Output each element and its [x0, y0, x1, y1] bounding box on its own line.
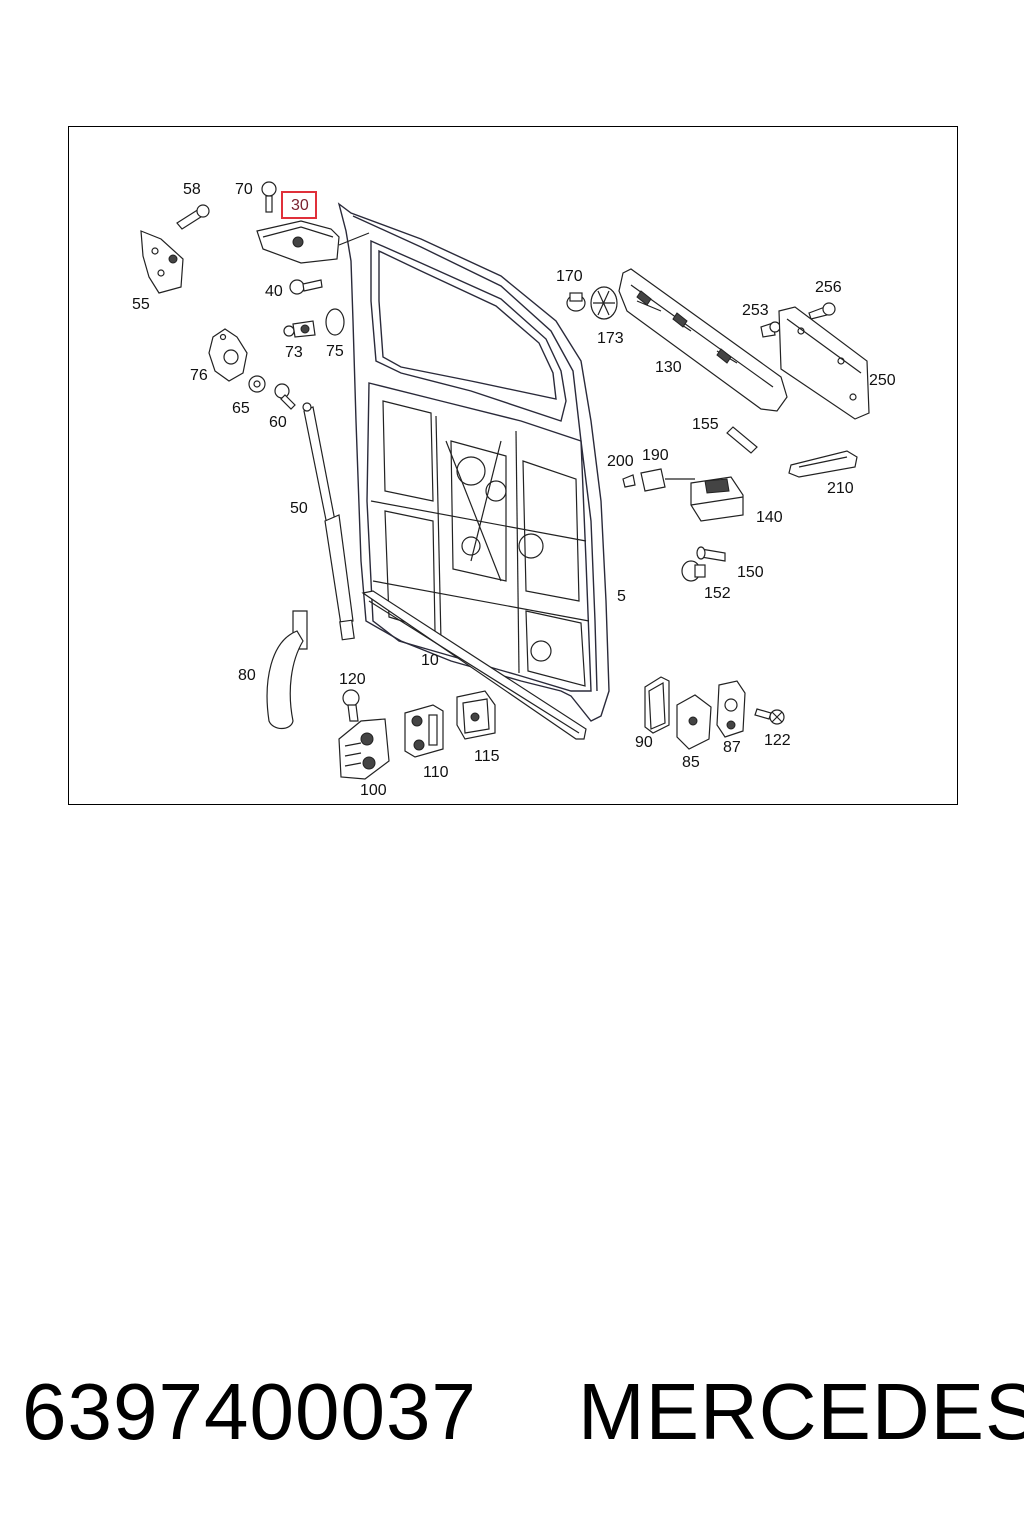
bolt-58	[176, 204, 210, 230]
part-110	[404, 704, 444, 758]
callout-190: 190	[642, 447, 669, 464]
callout-155: 155	[692, 416, 719, 433]
callout-76: 76	[190, 367, 208, 384]
lower-seal-strip	[361, 590, 587, 740]
callout-5: 5	[617, 588, 626, 605]
part-number: 6397400037	[22, 1367, 477, 1456]
plate-100	[338, 718, 390, 780]
callout-87: 87	[723, 739, 741, 756]
callout-80: 80	[238, 667, 256, 684]
latch-87	[716, 680, 746, 738]
washer-65	[248, 375, 266, 393]
callout-115: 115	[474, 748, 500, 765]
bracket-55	[140, 230, 184, 294]
bolt-40	[289, 279, 323, 295]
callout-50: 50	[290, 500, 308, 517]
callout-60: 60	[269, 414, 287, 431]
callout-110: 110	[423, 764, 449, 781]
parts-diagram-frame: 58 70 30 55 40 73 75 76 65 60 50 80 10 5…	[68, 126, 958, 805]
rear-door-frame	[337, 202, 610, 722]
callout-90: 90	[635, 734, 653, 751]
caption: 6397400037 MERCEDES	[22, 1367, 1024, 1462]
callout-85: 85	[682, 754, 700, 771]
callout-250: 250	[869, 372, 896, 389]
callout-152: 152	[704, 585, 731, 602]
pin-155	[726, 426, 758, 454]
lock-85	[676, 694, 712, 750]
lock-140	[690, 476, 744, 522]
callout-173: 173	[597, 330, 624, 347]
clip-173	[590, 286, 618, 320]
callout-70: 70	[235, 181, 253, 198]
socket-152	[681, 560, 706, 582]
callout-140: 140	[756, 509, 783, 526]
callout-200: 200	[607, 453, 634, 470]
gasket-90	[644, 676, 670, 734]
callout-120: 120	[339, 671, 366, 688]
bolt-70	[261, 181, 277, 213]
plate-76	[208, 328, 248, 382]
callout-75: 75	[326, 343, 344, 360]
screw-256	[808, 302, 836, 320]
strap-80	[266, 610, 308, 730]
washer-75	[325, 308, 345, 336]
clip-200	[622, 474, 636, 488]
callout-150: 150	[737, 564, 764, 581]
callout-210: 210	[827, 480, 854, 497]
callout-30-highlighted[interactable]: 30	[281, 191, 317, 219]
handle-trim-130	[618, 268, 788, 412]
cover-210	[788, 450, 858, 478]
callout-58: 58	[183, 181, 201, 198]
exploded-parts-drawing	[140, 181, 870, 780]
ball-stud-60	[274, 383, 296, 410]
callout-40: 40	[265, 283, 283, 300]
callout-122: 122	[764, 732, 791, 749]
callout-100: 100	[360, 782, 387, 799]
callout-65: 65	[232, 400, 250, 417]
gas-strut-50	[302, 402, 355, 641]
screw-253	[760, 321, 781, 338]
callout-73: 73	[285, 344, 303, 361]
callout-10: 10	[421, 652, 439, 669]
part-115	[456, 690, 496, 740]
bolt-122	[754, 708, 785, 725]
grommet-170	[566, 292, 586, 312]
callout-253: 253	[742, 302, 769, 319]
connector-190	[640, 468, 695, 492]
pin-73	[283, 320, 316, 338]
bulb-150	[696, 546, 726, 562]
callout-130: 130	[655, 359, 682, 376]
callout-170: 170	[556, 268, 583, 285]
brand-name: MERCEDES	[578, 1367, 1024, 1456]
hinge-part-30	[256, 220, 370, 264]
bolt-120	[342, 689, 360, 722]
plate-250	[778, 306, 870, 420]
callout-256: 256	[815, 279, 842, 296]
callout-55: 55	[132, 296, 150, 313]
